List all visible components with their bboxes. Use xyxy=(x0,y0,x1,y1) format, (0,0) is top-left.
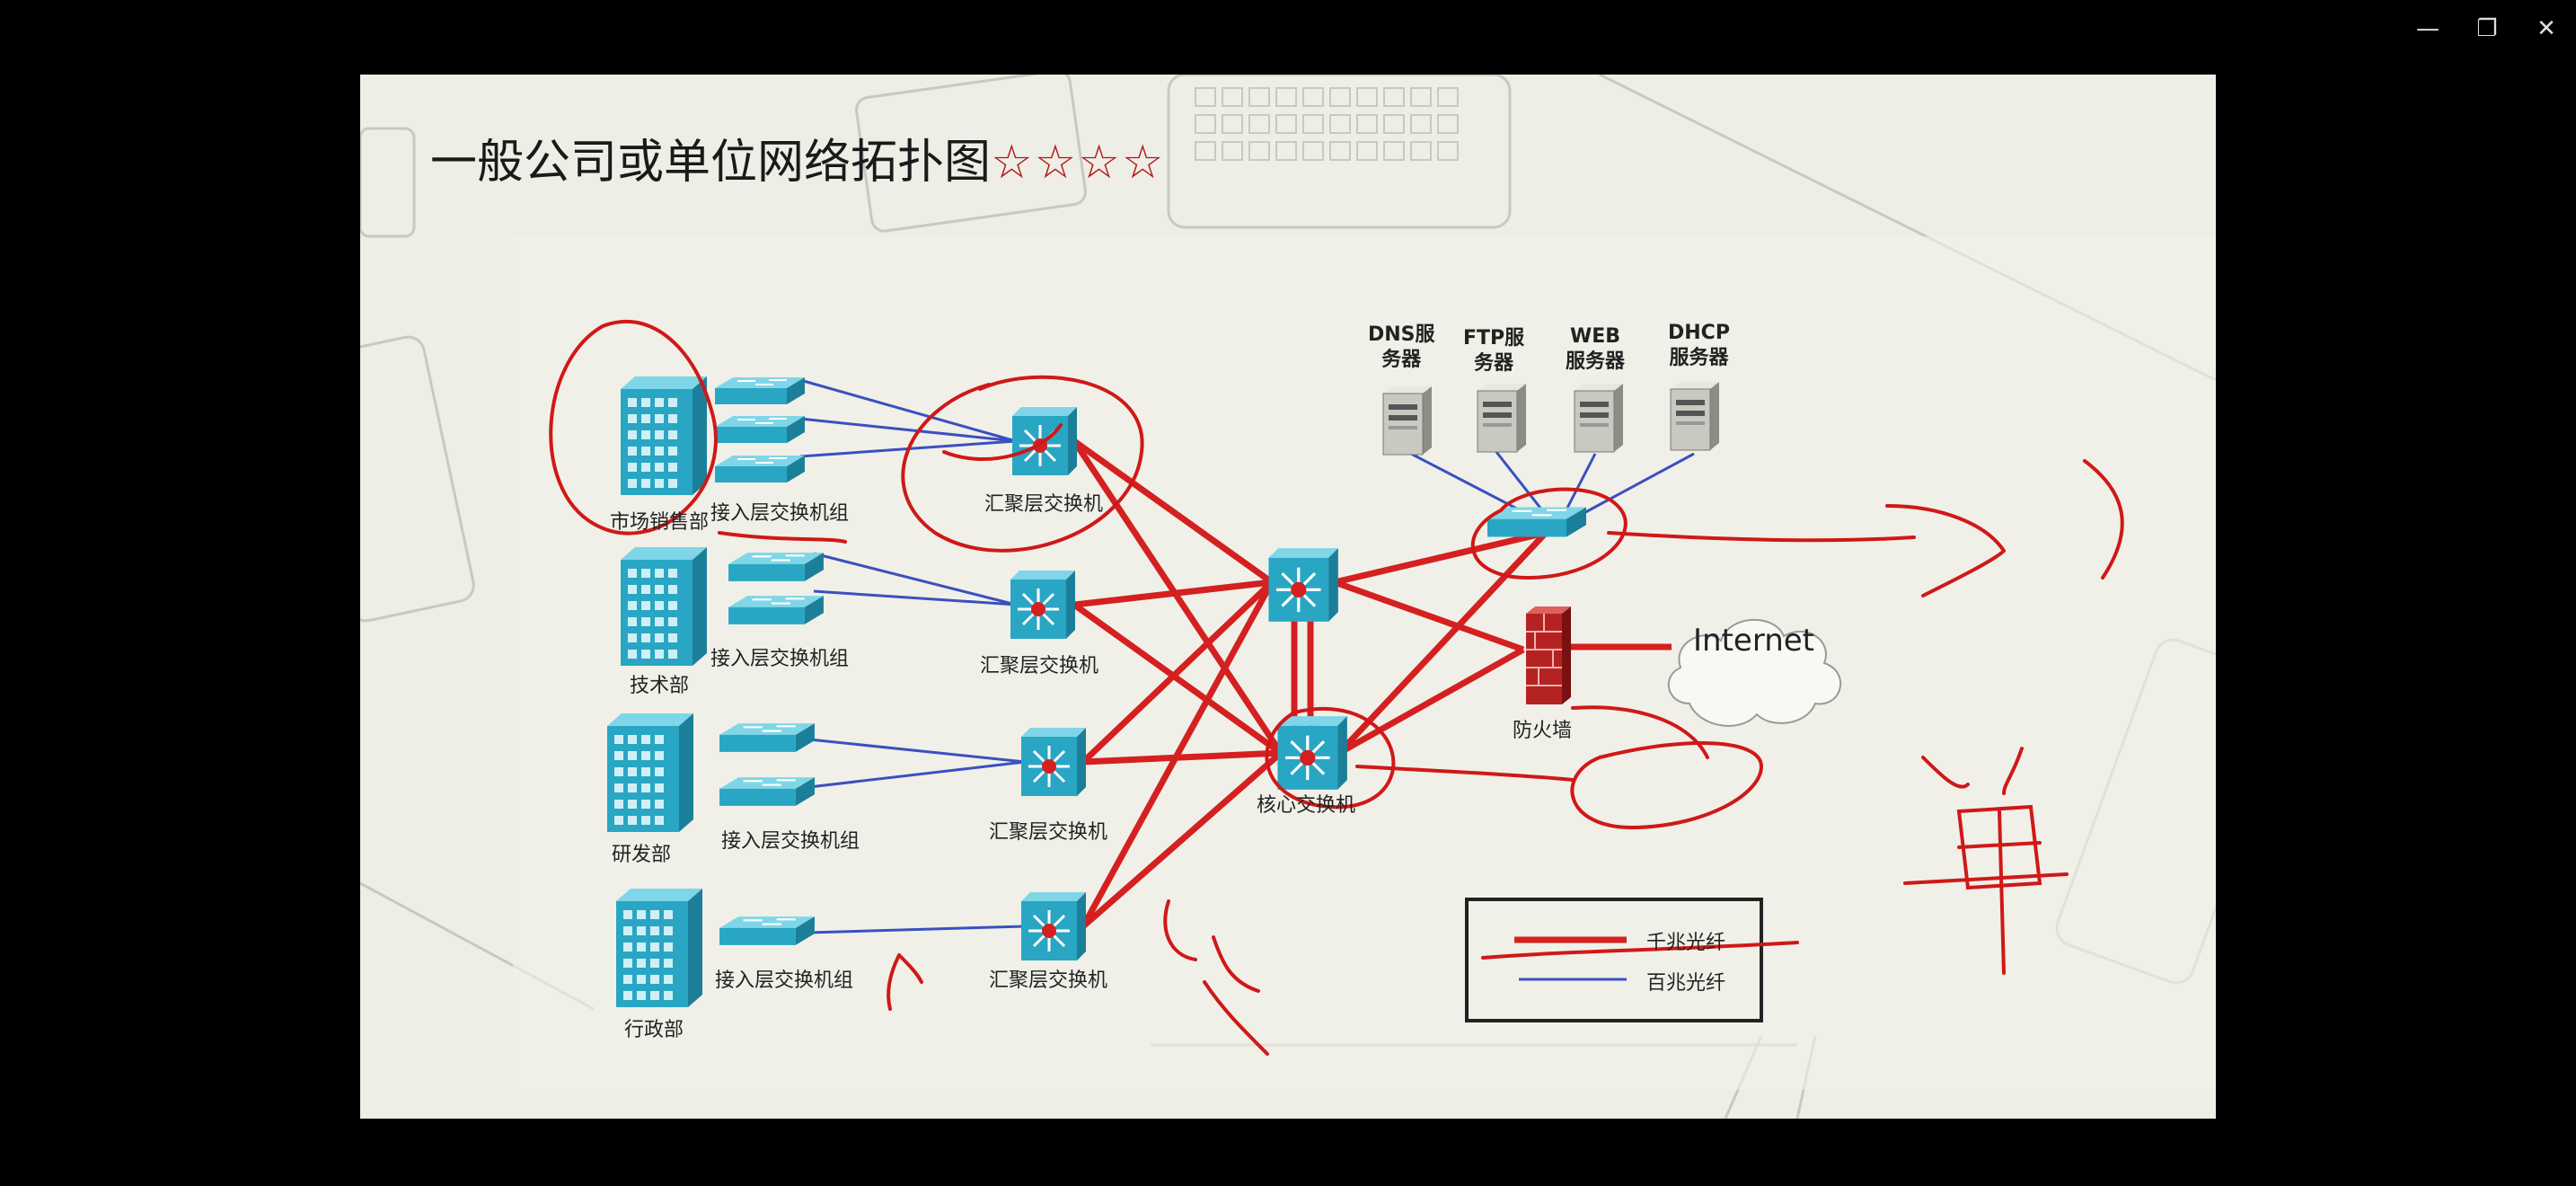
server-label-dns: DNS服 务器 xyxy=(1368,323,1435,373)
access-label-2: 接入层交换机组 xyxy=(710,648,850,670)
window-controls: — ❐ ✕ xyxy=(2398,0,2576,58)
server-label-line: FTP服 xyxy=(1463,327,1525,350)
server-icon xyxy=(1382,385,1433,456)
server-label-line: 服务器 xyxy=(1566,350,1626,373)
legend-gigabit-label: 千兆光纤 xyxy=(1646,932,1726,954)
server-label-line: 务器 xyxy=(1381,349,1422,371)
server-label-line: DHCP xyxy=(1668,322,1730,344)
legend-hundred-label: 百兆光纤 xyxy=(1646,972,1726,995)
rating-stars: ☆☆☆☆ xyxy=(991,136,1166,190)
minimize-button[interactable]: — xyxy=(2416,15,2439,42)
handwritten-annotations xyxy=(549,320,2124,1056)
server-icon xyxy=(1574,383,1624,453)
aggregation-label-4: 汇聚层交换机 xyxy=(989,969,1108,992)
access-label-3: 接入层交换机组 xyxy=(721,830,860,853)
aggregation-label-1: 汇聚层交换机 xyxy=(984,493,1104,516)
multilayer-switch-icon xyxy=(1275,714,1349,792)
server-label-web: WEB 服务器 xyxy=(1566,324,1625,375)
core-switch-label: 核心交换机 xyxy=(1257,794,1356,817)
switch-icon xyxy=(1487,506,1586,538)
multilayer-switch-icon xyxy=(1019,726,1088,798)
building-icon xyxy=(621,547,707,666)
switch-icon xyxy=(718,722,816,753)
restore-button[interactable]: ❐ xyxy=(2476,15,2498,42)
switch-icon xyxy=(718,776,816,807)
switch-icon xyxy=(727,595,825,625)
server-label-dhcp: DHCP 服务器 xyxy=(1668,321,1730,371)
building-icon xyxy=(607,713,693,832)
cloud-icon xyxy=(1667,618,1841,727)
gigabit-links xyxy=(1072,438,1672,943)
access-label-1: 接入层交换机组 xyxy=(710,502,850,525)
hundred-mbps-links xyxy=(799,378,1695,981)
legend-box xyxy=(1465,898,1763,1022)
switch-icon xyxy=(715,376,805,405)
slide-title: 一般公司或单位网络拓扑图☆☆☆☆ xyxy=(430,124,1165,191)
close-button[interactable]: ✕ xyxy=(2536,15,2556,42)
dept-label-rd: 研发部 xyxy=(612,844,672,866)
server-label-line: 务器 xyxy=(1474,352,1514,375)
switch-icon xyxy=(715,455,805,483)
firewall-icon xyxy=(1526,606,1571,704)
network-diagram-photo xyxy=(360,75,2216,1119)
dept-label-tech: 技术部 xyxy=(630,675,690,697)
dept-label-sales: 市场销售部 xyxy=(610,511,710,534)
switch-icon xyxy=(718,916,816,946)
dept-label-admin: 行政部 xyxy=(624,1019,684,1041)
slide-title-text: 一般公司或单位网络拓扑图 xyxy=(430,136,992,190)
switch-icon xyxy=(715,415,805,444)
aggregation-label-3: 汇聚层交换机 xyxy=(989,821,1108,844)
server-label-ftp: FTP服 务器 xyxy=(1463,326,1524,376)
multilayer-switch-icon xyxy=(1266,546,1340,624)
firewall-label: 防火墙 xyxy=(1513,720,1573,742)
multilayer-switch-icon xyxy=(1009,569,1077,641)
server-icon xyxy=(1670,381,1720,451)
access-label-4: 接入层交换机组 xyxy=(715,969,854,992)
multilayer-switch-icon xyxy=(1019,890,1088,962)
internet-label: Internet xyxy=(1693,623,1815,659)
server-label-line: 服务器 xyxy=(1669,347,1729,369)
server-label-line: DNS服 xyxy=(1368,323,1435,346)
photo-viewer: 一般公司或单位网络拓扑图☆☆☆☆ 市场销售部 接入层交换机组 技术部 接入层交换… xyxy=(360,75,2216,1119)
switch-icon xyxy=(727,552,825,582)
building-icon xyxy=(621,376,707,495)
aggregation-label-2: 汇聚层交换机 xyxy=(980,655,1099,677)
server-icon xyxy=(1477,383,1527,453)
server-label-line: WEB xyxy=(1569,325,1621,348)
building-icon xyxy=(616,889,702,1007)
